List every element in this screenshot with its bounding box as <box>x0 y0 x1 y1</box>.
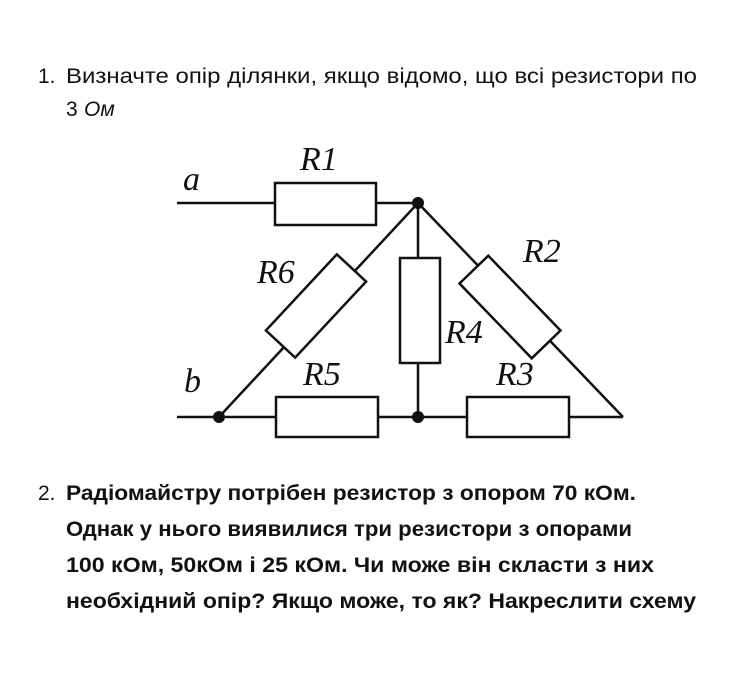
node-b <box>213 411 225 423</box>
r2-label: R2 <box>522 233 561 270</box>
node-top <box>412 197 424 209</box>
resistor-r5 <box>274 395 380 439</box>
resistor-r2 <box>457 253 563 361</box>
resistor-r3 <box>465 395 571 439</box>
r5-label: R5 <box>302 356 341 393</box>
node-bottom-middle <box>412 411 424 423</box>
terminal-b-label: b <box>184 363 201 400</box>
r4-label: R4 <box>444 314 483 351</box>
resistor-r6 <box>264 252 368 360</box>
resistor-r1 <box>273 181 378 227</box>
r3-label: R3 <box>495 356 534 393</box>
task1-text: Визначте опір ділянки, якщо відомо, що в… <box>66 65 697 88</box>
resistor-r4 <box>398 256 442 365</box>
r1-label: R1 <box>299 141 338 178</box>
terminal-a-label: a <box>183 161 200 198</box>
task1-unit: Ом <box>84 98 115 121</box>
task2-line-3: 100 кОм, 50кОм і 25 кОм. Чи може він скл… <box>66 554 654 577</box>
r6-label: R6 <box>256 254 295 291</box>
task2-number: 2. <box>38 482 56 505</box>
task2-line-2: Однак у нього виявилися три резистори з … <box>66 518 632 541</box>
task1-value: 3 <box>66 98 78 121</box>
task2-line-1: Радіомайстру потрібен резистор з опором … <box>66 482 636 505</box>
task1-number: 1. <box>38 65 56 88</box>
task2-line-4: необхідний опір? Якщо може, то як? Накре… <box>66 590 696 613</box>
circuit-diagram: a b R1 R2 R3 R4 R5 R6 <box>177 141 624 439</box>
